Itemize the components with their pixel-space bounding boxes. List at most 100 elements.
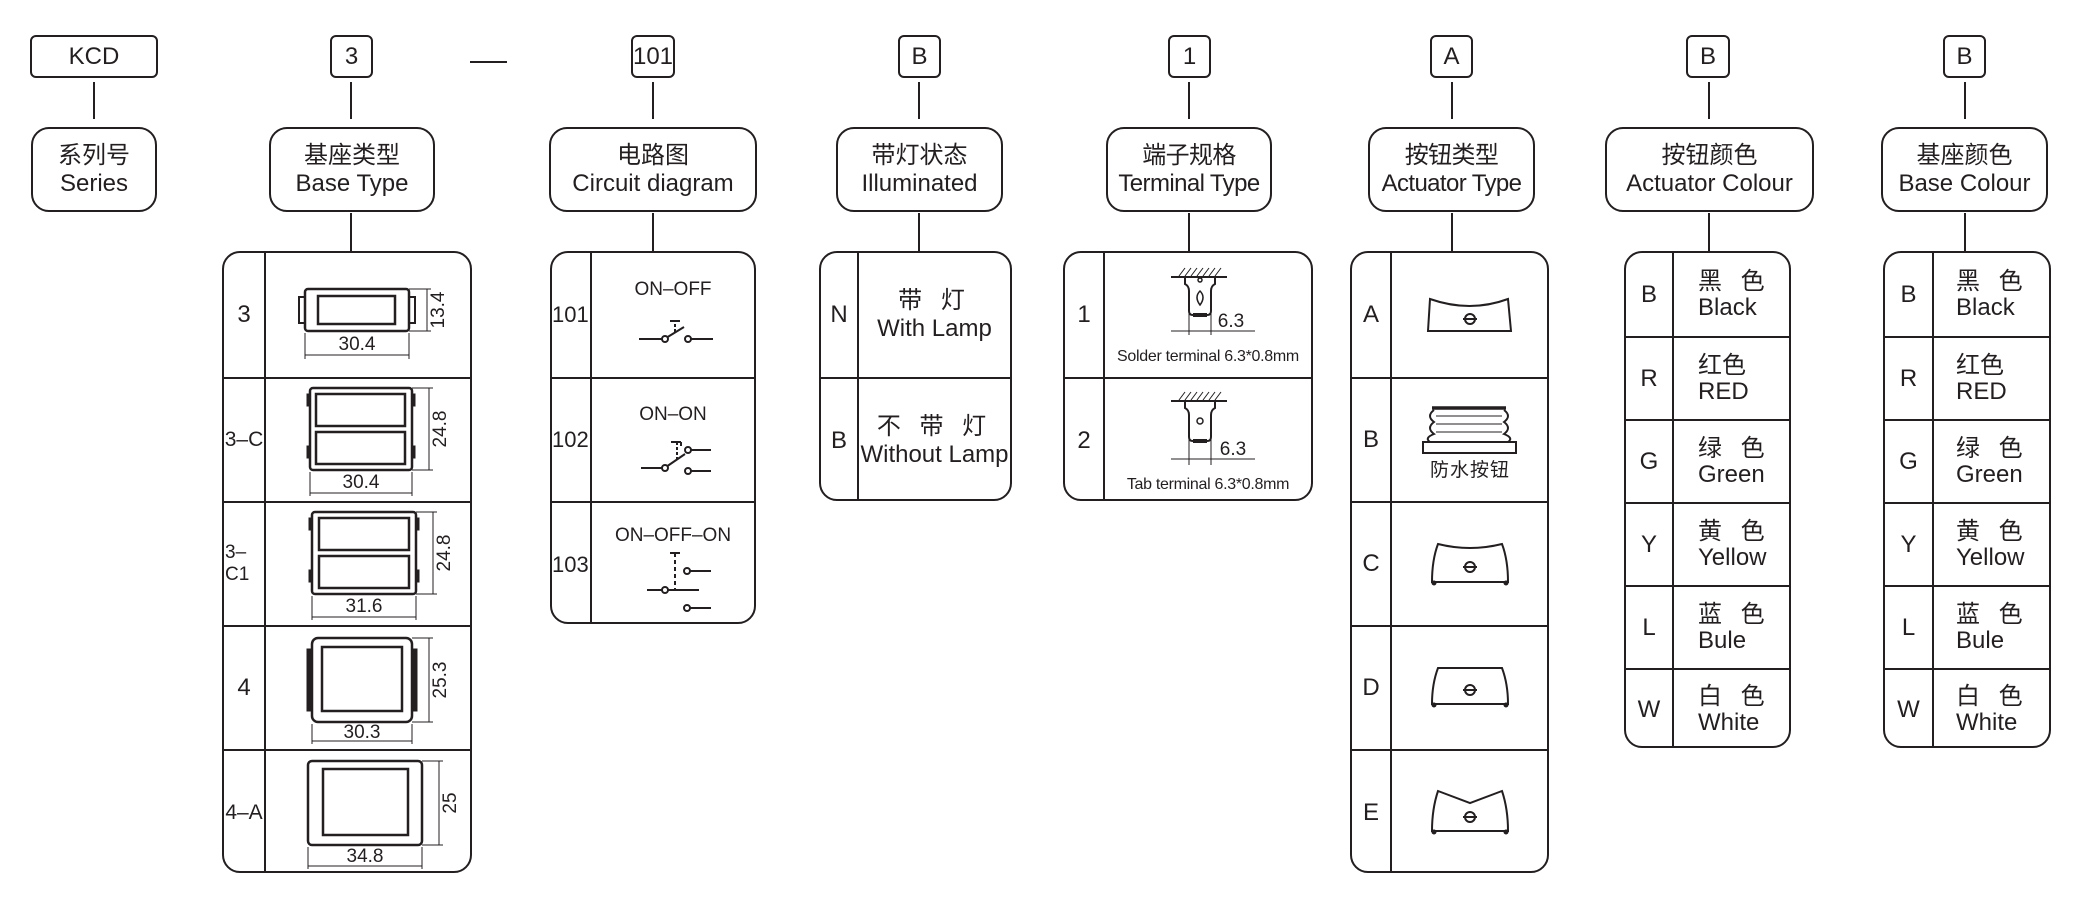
code-base-type: 3 [330, 35, 373, 78]
header-actuator-colour: 按钮颜色 Actuator Colour [1605, 127, 1814, 212]
actuator-type-table: A B [1350, 251, 1549, 873]
connector-line [918, 82, 920, 119]
waterproof-actuator-icon: 防水按钮 [1392, 379, 1547, 501]
connector-line [1964, 213, 1966, 252]
header-illuminated-cn: 带灯状态 [871, 141, 968, 169]
actuator-a-icon [1392, 253, 1547, 377]
actuator-row: A [1352, 253, 1547, 377]
base-3c1-icon: 31.6 24.8 [266, 503, 470, 625]
base-colour-cn: 红色 [1956, 351, 2004, 379]
actuator-colour-key: R [1626, 338, 1674, 419]
illuminated-row: N 带 灯 With Lamp [821, 253, 1010, 377]
base-type-key: 4–A [224, 751, 266, 871]
base-type-key: 3–C [224, 379, 266, 501]
illuminated-en: Without Lamp [860, 441, 1009, 468]
terminal-caption: Solder terminal 6.3*0.8mm [1117, 348, 1299, 365]
code-actuator-type: A [1430, 35, 1473, 78]
code-illuminated-text: B [911, 42, 928, 70]
circuit-key: 102 [552, 379, 592, 501]
header-series-cn: 系列号 [58, 141, 130, 169]
header-base-colour: 基座颜色 Base Colour [1881, 127, 2048, 212]
connector-line [93, 82, 95, 119]
code-series-text: KCD [68, 42, 120, 70]
header-actuator-type-cn: 按钮类型 [1404, 141, 1499, 169]
actuator-d-icon [1392, 627, 1547, 749]
code-base-type-text: 3 [344, 42, 359, 70]
actuator-key: B [1352, 379, 1392, 501]
header-actuator-type-en: Actuator Type [1381, 169, 1522, 197]
circuit-row: 103 ON–OFF–ON [552, 501, 754, 622]
connector-line [350, 213, 352, 252]
terminal-row: 2 6.3 Tab termin [1065, 377, 1311, 499]
circuit-label: ON–OFF–ON [615, 525, 731, 546]
on-off-switch-icon: ON–OFF [592, 253, 754, 377]
actuator-row: B 防水按钮 [1352, 377, 1547, 501]
illuminated-en: With Lamp [877, 315, 992, 342]
connector-line [1188, 213, 1190, 252]
actuator-colour-en: White [1698, 709, 1760, 736]
code-circuit: 101 [631, 35, 675, 78]
code-actuator-type-text: A [1443, 42, 1460, 70]
base-3c-width-label: 30.4 [343, 472, 380, 493]
connector-line [1964, 82, 1966, 119]
header-base-colour-cn: 基座颜色 [1916, 141, 2013, 169]
tab-terminal-icon: 6.3 Tab terminal 6.3*0.8mm [1105, 379, 1311, 499]
code-base-colour: B [1943, 35, 1986, 78]
circuit-table: 101 ON–OFF 102 ON–ON [550, 251, 756, 624]
base-type-key: 3 [224, 253, 266, 377]
circuit-key: 103 [552, 503, 592, 622]
actuator-colour-cn: 绿 色 [1698, 434, 1771, 462]
actuator-e-icon [1392, 751, 1547, 871]
base-3c1-height-label: 24.8 [434, 535, 455, 572]
circuit-key: 101 [552, 253, 592, 377]
illuminated-row: B 不 带 灯 Without Lamp [821, 377, 1010, 499]
header-terminal-cn: 端子规格 [1142, 141, 1236, 169]
base-3c1-width-label: 31.6 [346, 596, 383, 617]
base-3c-height-label: 24.8 [430, 411, 451, 448]
base-4a-icon: 34.8 25 [266, 751, 470, 871]
terminal-key: 2 [1065, 379, 1105, 499]
base-colour-en: Black [1956, 293, 2015, 321]
code-circuit-text: 101 [632, 42, 674, 70]
header-base-type: 基座类型 Base Type [269, 127, 435, 212]
terminal-row: 1 6.3 [1065, 253, 1311, 377]
header-series-en: Series [59, 169, 129, 197]
base-type-key: 3–C1 [224, 503, 266, 625]
solder-terminal-icon: 6.3 Solder terminal 6.3*0.8mm [1105, 253, 1311, 377]
actuator-c-icon [1392, 503, 1547, 625]
circuit-label: ON–OFF [634, 279, 711, 300]
base-4-height-label: 25.3 [430, 662, 451, 699]
base-3-width-label: 30.4 [339, 334, 376, 355]
illuminated-table: N 带 灯 With Lamp B 不 带 灯 Without Lamp [819, 251, 1012, 501]
actuator-colour-cn: 红色 [1698, 351, 1746, 379]
terminal-key: 1 [1065, 253, 1105, 377]
base-colour-cn: 黄 色 [1956, 517, 2029, 545]
base-type-key: 4 [224, 627, 266, 749]
header-base-type-en: Base Type [295, 169, 409, 197]
header-actuator-type: 按钮类型 Actuator Type [1368, 127, 1535, 212]
connector-line [1188, 82, 1190, 119]
on-on-switch-icon: ON–ON [592, 379, 754, 501]
actuator-colour-cn: 黄 色 [1698, 517, 1771, 545]
base-colour-en: White [1956, 709, 2018, 736]
terminal-caption: Tab terminal 6.3*0.8mm [1127, 476, 1289, 493]
base-colour-cn: 黑 色 [1956, 267, 2029, 295]
waterproof-caption: 防水按钮 [1430, 459, 1510, 481]
actuator-colour-cn: 白 色 [1698, 683, 1771, 710]
circuit-label: ON–ON [639, 404, 707, 425]
header-circuit: 电路图 Circuit diagram [549, 127, 757, 212]
base-colour-key: G [1885, 421, 1934, 502]
base-colour-en: RED [1956, 377, 2007, 405]
header-actuator-colour-en: Actuator Colour [1626, 169, 1793, 197]
base-3c-icon: 30.4 24.8 [266, 379, 470, 501]
code-actuator-colour-text: B [1699, 42, 1716, 70]
